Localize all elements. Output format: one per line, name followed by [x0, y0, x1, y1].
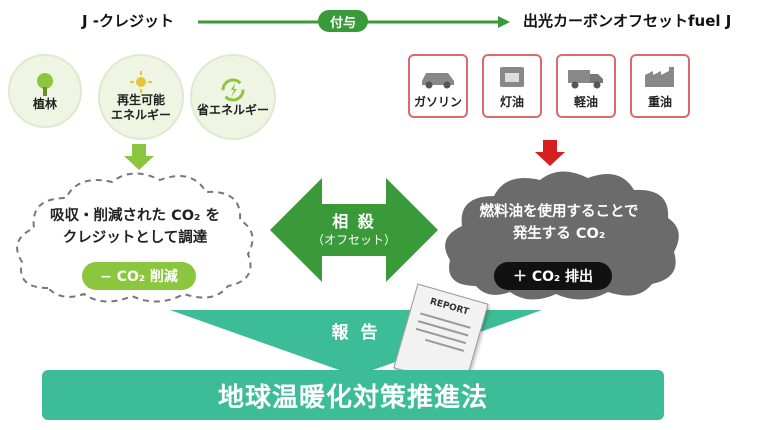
- source-label: 再生可能 エネルギー: [110, 93, 171, 122]
- j-credit-title: J -クレジット: [82, 12, 175, 30]
- fuel-down-arrow: [535, 140, 565, 166]
- co2-emission-badge: ＋ CO₂ 排出: [494, 262, 612, 290]
- tree-icon: [37, 72, 53, 96]
- source-label: 省エネルギー: [196, 102, 269, 117]
- fuel-heavy-oil: 重油: [630, 54, 690, 118]
- grant-badge: 付与: [318, 10, 368, 32]
- factory-icon: [645, 67, 674, 87]
- emission-cloud-text: 燃料油を使用することで 発生する CO₂: [479, 204, 639, 242]
- heater-icon: [500, 67, 524, 87]
- document-line: [417, 320, 469, 337]
- fuel-label: ガソリン: [413, 95, 462, 109]
- source-afforestation: 植林: [8, 54, 82, 128]
- co2-reduction-badge: − CO₂ 削減: [82, 262, 196, 290]
- law-banner: 地球温暖化対策推進法: [42, 370, 664, 420]
- report-label: 報 告: [331, 323, 381, 343]
- offset-subtitle: （オフセット）: [311, 233, 396, 247]
- fuel-diesel: 軽油: [556, 54, 616, 118]
- fuel-gasoline: ガソリン: [408, 54, 468, 118]
- fuel-kerosene: 灯油: [482, 54, 542, 118]
- fuel-label: 軽油: [573, 95, 598, 109]
- document-line: [415, 327, 467, 345]
- fuel-label: 灯油: [499, 95, 524, 109]
- sun-icon: [130, 71, 152, 93]
- source-renewable: 再生可能 エネルギー: [98, 54, 184, 140]
- fuel-j-title: 出光カーボンオフセットfuel J: [523, 12, 732, 30]
- source-energy-saving: 省エネルギー: [190, 54, 276, 140]
- offset-title: 相 殺: [332, 212, 376, 231]
- recycle-icon: [221, 78, 245, 101]
- credit-down-arrow: [124, 144, 154, 170]
- offset-double-arrow: [270, 178, 438, 282]
- truck-icon: [568, 70, 603, 89]
- fuel-label: 重油: [647, 95, 672, 109]
- car-icon: [422, 73, 454, 89]
- credit-cloud-text: 吸収・削減された CO₂ を クレジットとして調達: [50, 208, 220, 246]
- source-label: 植林: [32, 96, 57, 111]
